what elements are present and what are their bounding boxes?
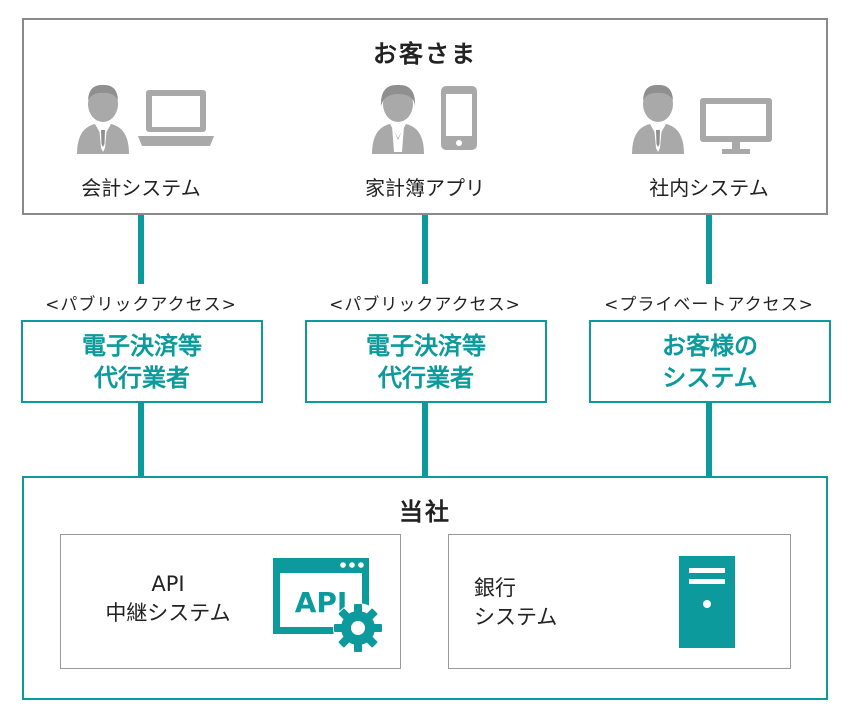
customer-own-system-box: お客様の システム [589, 320, 831, 403]
connector-line [138, 402, 144, 478]
connector-line [138, 214, 144, 284]
customer-system-label: 家計簿アプリ [365, 176, 485, 200]
bank-label-line1: 銀行 [474, 576, 516, 600]
intermediary-label-line1: 電子決済等 [82, 331, 202, 360]
server-icon [679, 556, 735, 648]
customer-system-label: 会計システム [81, 176, 201, 200]
customer-system-label: 社内システム [649, 176, 769, 200]
customer-own-system-line1: お客様の [662, 331, 758, 360]
api-relay-label-line2: 中継システム [105, 601, 231, 625]
api-relay-label-line1: API [151, 572, 185, 596]
person-icon [632, 84, 684, 154]
intermediary-label-line2: 代行業者 [378, 363, 474, 392]
company-title: 当社 [399, 498, 451, 526]
person-icon [372, 84, 424, 154]
api-relay-system-label: API 中継システム [78, 570, 258, 628]
gear-icon [333, 603, 383, 653]
access-type-label: <パブリックアクセス> [45, 295, 237, 315]
connector-line [422, 214, 428, 284]
access-type-label: <プライベートアクセス> [604, 295, 814, 315]
smartphone-icon [441, 86, 477, 150]
intermediary-box: 電子決済等 代行業者 [305, 320, 547, 403]
bank-label-line2: システム [474, 605, 558, 629]
bank-system-label: 銀行 システム [474, 574, 557, 632]
laptop-icon [138, 90, 214, 146]
intermediary-label-line1: 電子決済等 [366, 331, 486, 360]
connector-line [422, 402, 428, 478]
customer-title: お客さま [373, 40, 477, 68]
intermediary-box: 電子決済等 代行業者 [21, 320, 263, 403]
customer-own-system-line2: システム [662, 363, 758, 392]
connector-line [706, 402, 712, 478]
access-type-label: <パブリックアクセス> [329, 295, 521, 315]
monitor-icon [700, 98, 772, 154]
connector-line [706, 214, 712, 284]
person-icon [77, 84, 129, 154]
intermediary-label-line2: 代行業者 [94, 363, 190, 392]
